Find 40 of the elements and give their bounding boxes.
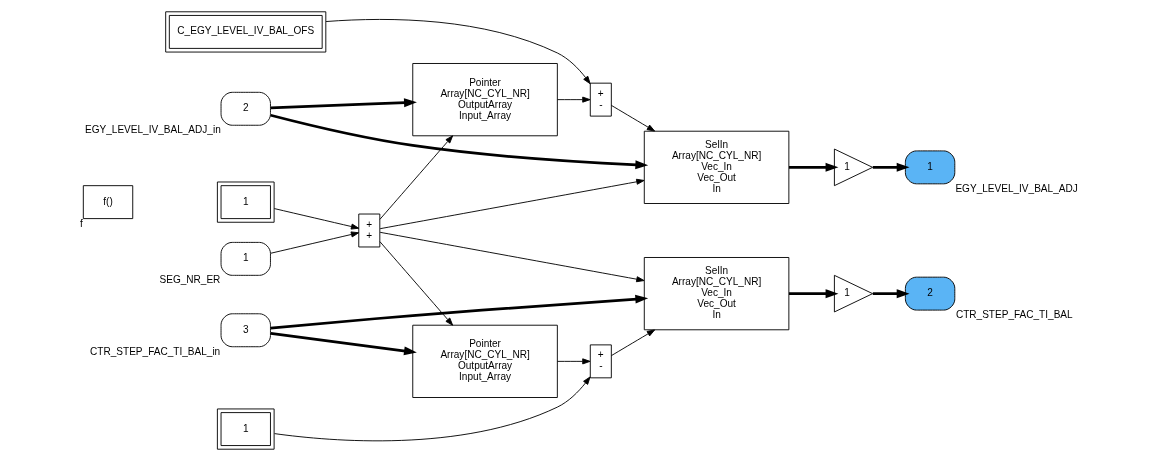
node-box: Pointer Array[NC_CYL_NR] OutputArray Input_Array <box>412 324 558 398</box>
arrow <box>611 329 656 357</box>
node-label: CTR_STEP_FAC_TI_BAL <box>955 309 1073 321</box>
arrow <box>789 289 839 299</box>
arrow <box>379 241 454 326</box>
node-label: f <box>80 217 83 229</box>
arrow <box>379 135 454 220</box>
node-box: 3 <box>220 313 271 348</box>
arrow <box>379 178 645 230</box>
node-box: Pointer Array[NC_CYL_NR] OutputArray Input_Array <box>412 63 558 137</box>
node-box: + + <box>358 213 381 248</box>
arrow <box>274 376 591 442</box>
node-box: + - <box>589 82 612 117</box>
node-label: CTR_STEP_FAC_TI_BAL_in <box>90 345 221 357</box>
arrow <box>270 98 417 110</box>
node-box: SelIn Array[NC_CYL_NR] Vec_In Vec_Out In <box>643 257 790 331</box>
arrow <box>270 294 649 330</box>
node-box: 2 <box>904 276 956 311</box>
node-label: SEG_NR_ER <box>159 274 221 286</box>
node-label: EGY_LEVEL_IV_BAL_ADJ_in <box>85 124 221 136</box>
arrow <box>557 358 591 365</box>
node-box: 1 <box>904 150 956 185</box>
arrow <box>270 332 417 356</box>
arrow <box>270 231 360 254</box>
node-box: 1 <box>220 241 271 276</box>
node-box: f() <box>82 185 134 220</box>
arrow <box>789 162 839 172</box>
node-box: 2 <box>220 91 271 126</box>
arrow <box>273 208 360 230</box>
node-box: SelIn Array[NC_CYL_NR] Vec_In Vec_Out In <box>643 130 790 204</box>
arrow <box>557 96 591 103</box>
arrow <box>325 18 591 85</box>
arrow <box>270 113 649 170</box>
arrow <box>872 162 910 172</box>
node-box: 1 <box>216 408 275 450</box>
arrow <box>379 231 645 283</box>
node-box: + - <box>589 344 612 379</box>
arrow <box>611 104 656 132</box>
node-label: EGY_LEVEL_IV_BAL_ADJ <box>955 182 1078 194</box>
arrow <box>872 289 910 299</box>
